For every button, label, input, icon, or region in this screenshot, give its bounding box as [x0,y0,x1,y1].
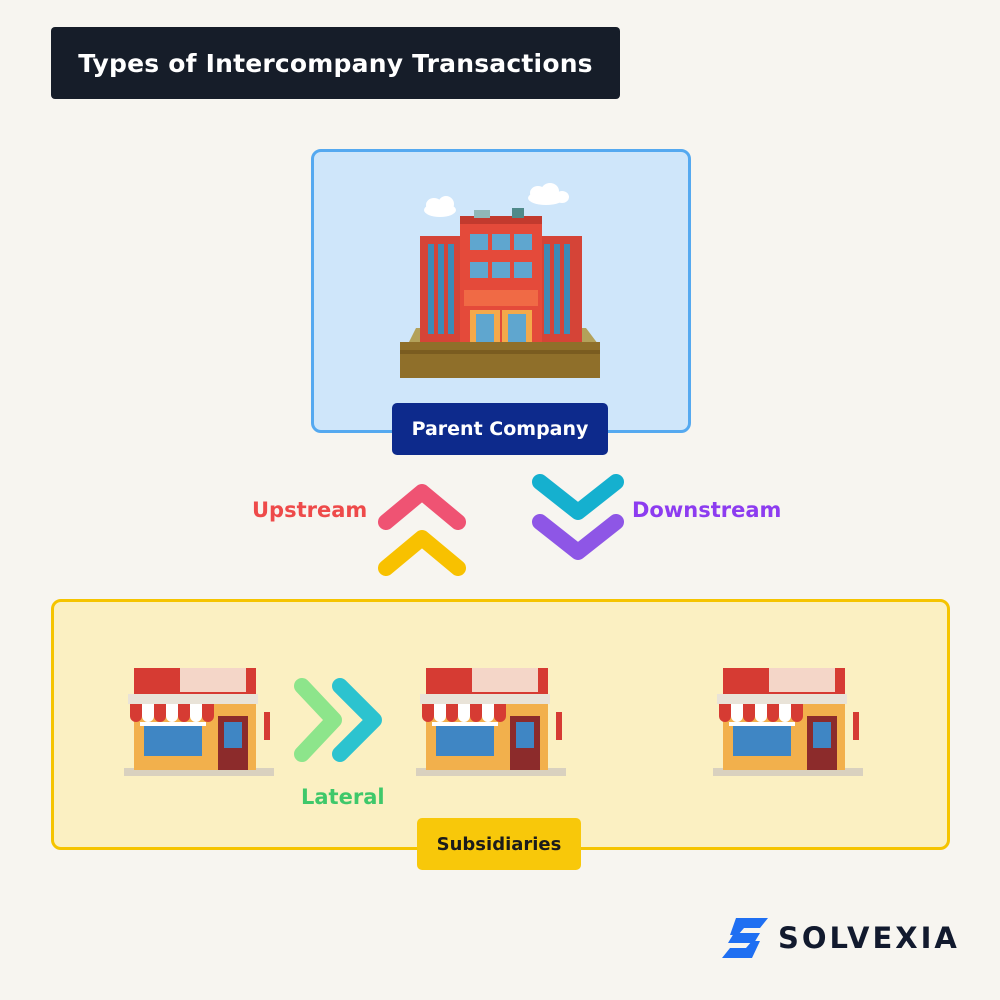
solvexia-logo-icon [722,918,768,958]
subsidiaries-label: Subsidiaries [417,818,581,870]
downstream-chevrons-icon [532,474,624,560]
storefront-icon [713,668,863,776]
lateral-label: Lateral [301,785,385,809]
office-building-icon [400,183,600,378]
parent-company-label: Parent Company [392,403,608,455]
title-banner: Types of Intercompany Transactions [51,27,620,99]
storefront-icon [124,668,274,776]
page-title: Types of Intercompany Transactions [78,48,593,78]
storefront-icon [416,668,566,776]
downstream-label: Downstream [632,498,782,522]
parent-company-text: Parent Company [411,418,589,440]
upstream-label: Upstream [252,498,368,522]
upstream-chevrons-icon [378,484,466,576]
brand-name: SOLVEXIA [778,921,960,955]
lateral-chevrons-icon [294,678,382,762]
subsidiaries-text: Subsidiaries [436,833,562,855]
solvexia-logo: SOLVEXIA [722,916,960,960]
